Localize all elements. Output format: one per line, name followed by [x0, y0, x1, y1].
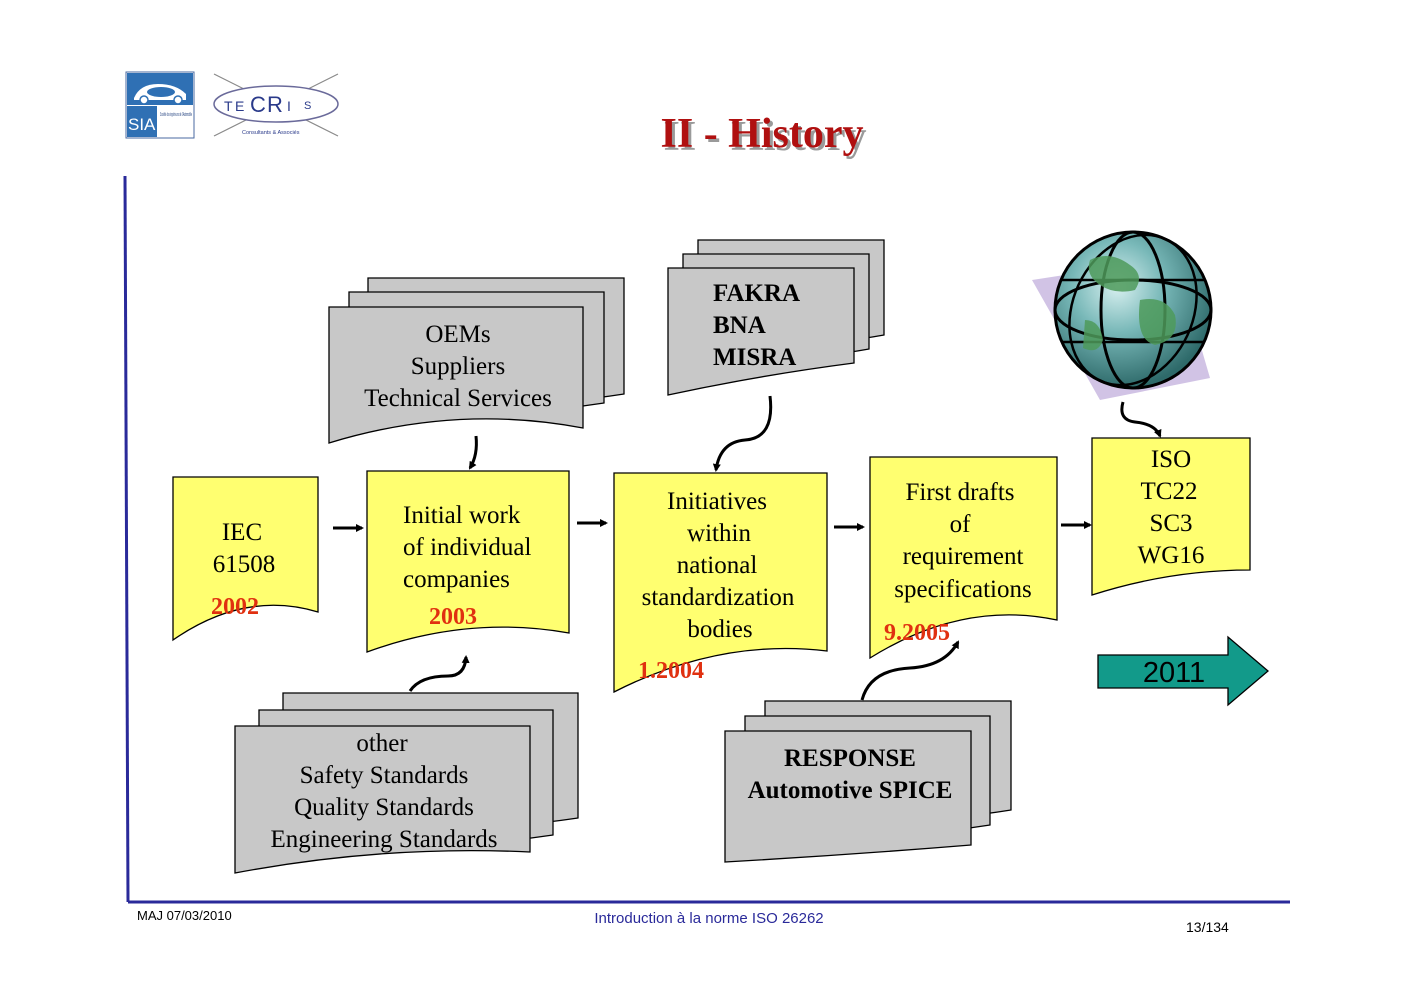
tecris-i: I — [287, 98, 291, 114]
fakra-line-1: FAKRA — [713, 280, 800, 307]
input-doc-other-standards: other Safety Standards Quality Standards… — [234, 692, 579, 874]
initial-line-2: of individual — [403, 534, 532, 561]
timeline-2011-arrow: 2011 — [1097, 635, 1270, 707]
input-doc-oems: OEMs Suppliers Technical Services — [328, 277, 625, 444]
iso-line-1: ISO — [1151, 446, 1191, 473]
initial-year: 2003 — [429, 604, 477, 630]
stage-doc-initial-work: Initial work of individual companies 200… — [366, 470, 570, 653]
connector-fakra-to-initiatives — [712, 395, 773, 472]
iso-line-4: WG16 — [1138, 542, 1205, 569]
initial-line-1: Initial work — [403, 502, 521, 529]
oems-line-1: OEMs — [425, 321, 490, 348]
initiatives-line-2: within — [687, 520, 751, 547]
oems-line-3: Technical Services — [364, 385, 552, 412]
response-line-2: Automotive SPICE — [748, 777, 953, 804]
initiatives-line-1: Initiatives — [667, 488, 767, 515]
iso-line-2: TC22 — [1141, 478, 1198, 505]
vertical-axis — [123, 175, 130, 903]
drafts-line-1: First drafts — [905, 479, 1014, 506]
footer-document-title: Introduction à la norme ISO 26262 — [594, 910, 823, 927]
tecris-s: S — [304, 100, 311, 112]
input-doc-fakra: FAKRA BNA MISRA — [667, 239, 885, 396]
iec-line-1: IEC — [222, 519, 262, 546]
stage-doc-iec: IEC 61508 2002 — [172, 476, 319, 642]
stage-doc-iso: ISO TC22 SC3 WG16 — [1091, 437, 1251, 596]
iec-year: 2002 — [211, 594, 259, 620]
other-line-1: other — [356, 730, 408, 757]
iec-line-2: 61508 — [213, 551, 276, 578]
input-doc-response: RESPONSE Automotive SPICE — [724, 700, 1012, 863]
initiatives-line-5: bodies — [687, 616, 752, 643]
drafts-line-2: of — [950, 511, 972, 538]
stage-doc-initiatives: Initiatives within national standardizat… — [613, 472, 828, 694]
tecris-tagline: Consultants & Associés — [242, 130, 300, 136]
globe-icon — [1032, 230, 1213, 400]
tecris-r: R — [267, 92, 283, 117]
page-title-shadow: II - History — [664, 114, 867, 160]
initiatives-line-4: standardization — [642, 584, 795, 611]
other-line-2: Safety Standards — [300, 762, 469, 789]
footer-page-number: 13/134 — [1186, 919, 1229, 935]
sia-logo-letters: SIA — [128, 115, 156, 134]
stage-doc-first-drafts: First drafts of requirement specificatio… — [869, 456, 1058, 660]
page-title: II - History — [661, 111, 864, 157]
connector-response-to-drafts — [860, 640, 960, 701]
initiatives-year: 1.2004 — [638, 658, 704, 684]
initial-line-3: companies — [403, 566, 510, 593]
drafts-line-4: specifications — [894, 576, 1031, 603]
other-line-4: Engineering Standards — [270, 826, 497, 853]
initiatives-line-3: national — [677, 552, 758, 579]
iso-line-3: SC3 — [1149, 510, 1192, 537]
other-line-3: Quality Standards — [294, 794, 474, 821]
fakra-line-3: MISRA — [713, 344, 796, 371]
tecris-logo: T E C R I S Consultants & Associés — [213, 73, 339, 137]
sia-logo: SIA Société des ingénieurs de l'Automobi… — [125, 71, 195, 139]
tecris-c: C — [250, 92, 266, 117]
footer-update-date: MAJ 07/03/2010 — [137, 908, 232, 923]
tecris-t: T — [224, 98, 233, 114]
connector-globe-to-iso — [1120, 401, 1162, 438]
fakra-line-2: BNA — [713, 312, 766, 339]
tecris-e: E — [235, 98, 244, 114]
response-line-1: RESPONSE — [784, 745, 916, 772]
sia-logo-tagline: Société des ingénieurs de l'Automobile — [160, 112, 192, 118]
drafts-year: 9.2005 — [884, 620, 950, 646]
oems-line-2: Suppliers — [411, 353, 505, 380]
connector-other-to-initial — [408, 655, 470, 692]
timeline-2011-label: 2011 — [1143, 657, 1205, 689]
connector-oems-to-initial — [468, 435, 478, 470]
drafts-line-3: requirement — [903, 543, 1024, 570]
